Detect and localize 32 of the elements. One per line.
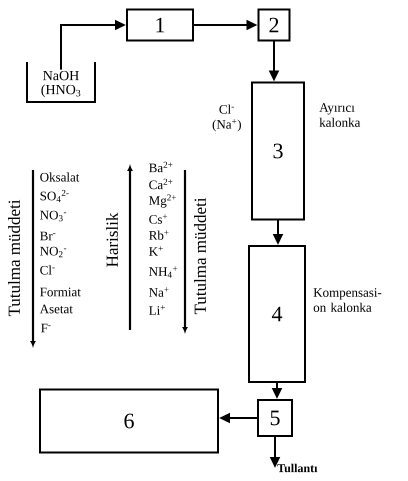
ion-label: Ba$^{2+}$ xyxy=(149,162,172,172)
beaker-drawing: NaOH (HNO$_{3}$ xyxy=(26,62,96,103)
ion-label: NH$_{4}$+ xyxy=(149,266,178,278)
ion-label: Asetat xyxy=(40,304,73,314)
side-label: Kompensasi- on kalonka xyxy=(314,288,382,312)
ion-label: Li$^{+}$ xyxy=(149,305,165,315)
ion-label: Ca$^{2+}$ xyxy=(149,178,172,190)
ion-label: Br$^{-}$ xyxy=(40,232,56,240)
ion-label: Oksalat xyxy=(40,172,80,182)
process-box: 1 xyxy=(126,8,194,42)
side-label: Ayırıcı kalonka xyxy=(319,103,360,127)
ion-label: NO$_{2}$- xyxy=(40,246,66,258)
column-box: 3 xyxy=(251,82,305,220)
axis-label: Harislik xyxy=(106,212,118,267)
axis-label: Tutulma müddeti xyxy=(8,200,20,316)
axis-label: Tutulma müddeti xyxy=(194,198,206,314)
process-box: 5 xyxy=(257,399,293,437)
process-box: 6 xyxy=(39,388,219,454)
column-box: 4 xyxy=(248,245,306,383)
ion-label: Rb$^{+}$ xyxy=(149,230,169,240)
outlet-label: Tullantı xyxy=(277,464,318,472)
process-box: 2 xyxy=(258,8,290,42)
ion-label: Na$^{+}$ xyxy=(149,287,169,297)
ion-label: Cs$^{+}$ xyxy=(149,214,168,224)
ion-label: F$^{-}$ xyxy=(41,324,51,332)
ion-label: K$^{+}$ xyxy=(149,246,163,256)
ion-label: Mg$^{2+}$ xyxy=(149,194,176,208)
ion-label: NO$_{3}$- xyxy=(40,210,66,222)
ion-label: Formiat xyxy=(40,288,81,296)
ion-label: Cl$^{-}$ xyxy=(40,265,55,275)
ion-label: SO$_{4}$2- xyxy=(40,190,69,202)
side-label: Cl$^{-}$ (Na$^{+}$) xyxy=(212,104,241,132)
